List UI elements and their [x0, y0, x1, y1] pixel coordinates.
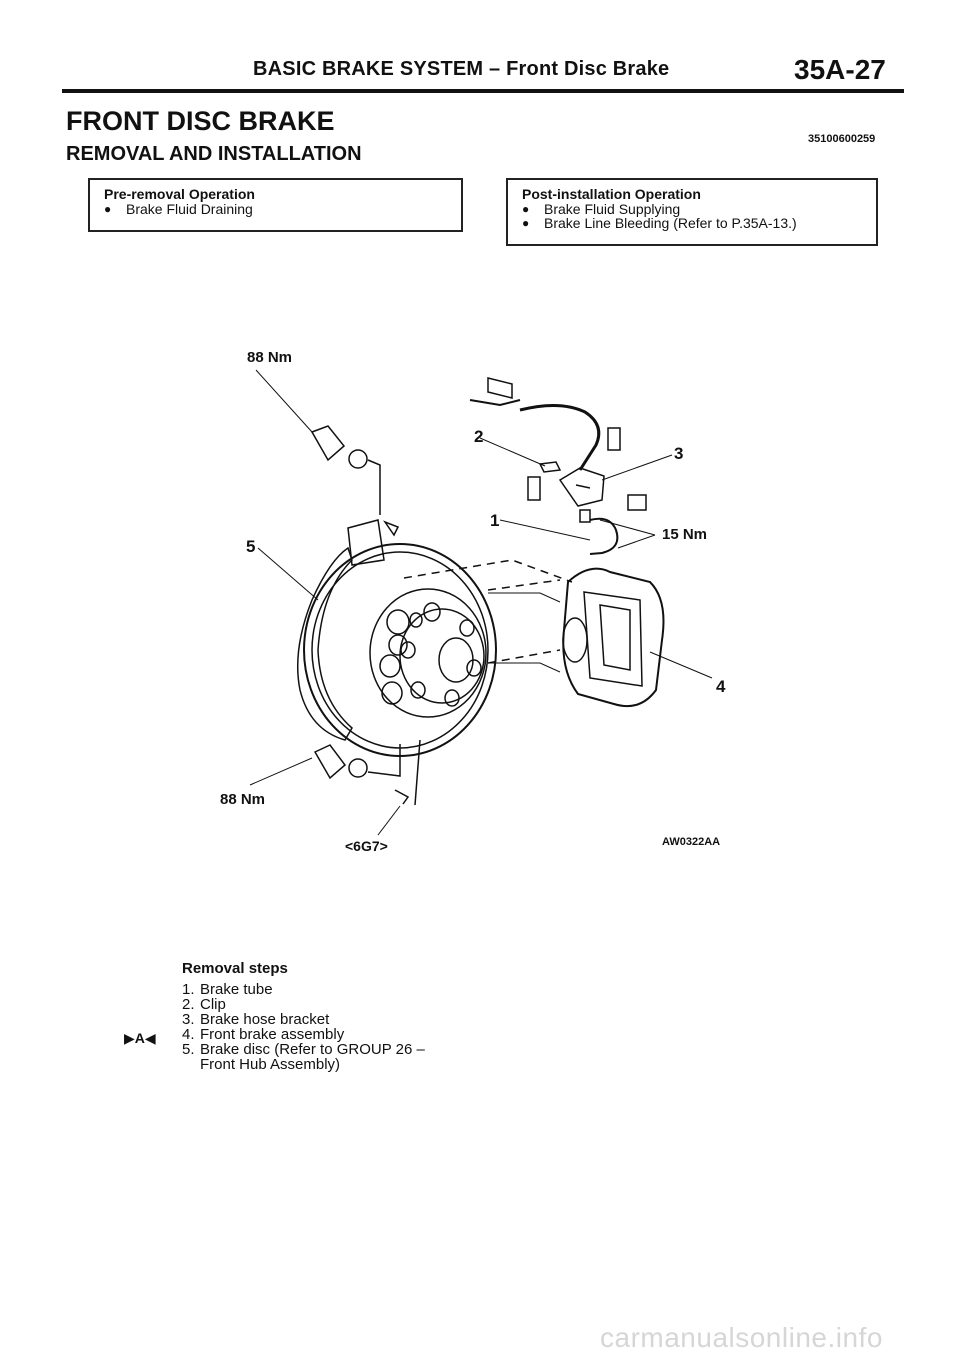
- caliper-bolt-top: [310, 425, 381, 515]
- list-item: 1. Brake tube: [182, 982, 492, 997]
- post-installation-box: Post-installation Operation ● Brake Flui…: [506, 178, 878, 246]
- step-number: 2.: [182, 996, 195, 1013]
- page-title: FRONT DISC BRAKE: [66, 106, 335, 136]
- post-installation-heading: Post-installation Operation: [522, 186, 701, 202]
- bracket-bolt: [527, 476, 541, 501]
- step-number: 5.: [182, 1041, 195, 1058]
- list-item: ● Brake Fluid Draining: [104, 202, 447, 216]
- wheel-studs: [400, 602, 482, 707]
- post-installation-item: Brake Fluid Supplying: [544, 201, 681, 217]
- step-text: Brake tube: [200, 981, 273, 998]
- torque-label-bottom: 88 Nm: [220, 791, 265, 808]
- list-item: ● Brake Fluid Supplying: [522, 202, 862, 216]
- header-rule: [62, 89, 904, 93]
- list-item: 3. Brake hose bracket: [182, 1012, 492, 1027]
- torque-label-top: 88 Nm: [247, 349, 292, 366]
- caliper-bolt-bottom: [313, 744, 401, 780]
- post-installation-item: Brake Line Bleeding (Refer to P.35A-13.): [544, 215, 797, 231]
- bullet-icon: ●: [522, 216, 530, 230]
- callout-4: 4: [716, 677, 726, 696]
- watermark: carmanualsonline.info: [600, 1322, 883, 1353]
- clip: [538, 461, 562, 473]
- pre-removal-heading: Pre-removal Operation: [104, 186, 255, 202]
- brake-tube: [589, 517, 619, 555]
- list-item: 2. Clip: [182, 997, 492, 1012]
- step-text: Front brake assembly: [200, 1026, 345, 1043]
- page-subtitle: REMOVAL AND INSTALLATION: [66, 143, 362, 165]
- figure-code: AW0322AA: [662, 836, 720, 848]
- step-number: 3.: [182, 1011, 195, 1028]
- step-text: Brake hose bracket: [200, 1011, 330, 1028]
- torque-label-right: 15 Nm: [662, 526, 707, 543]
- step-number: 1.: [182, 981, 195, 998]
- pre-removal-box: Pre-removal Operation ● Brake Fluid Drai…: [88, 178, 463, 232]
- caliper-pad: [583, 591, 643, 687]
- bullet-icon: ●: [104, 202, 112, 216]
- step-number: 4.: [182, 1026, 195, 1043]
- removal-steps-list: 1. Brake tube 2. Clip 3. Brake hose brac…: [182, 982, 492, 1072]
- model-code: <6G7>: [345, 838, 388, 854]
- hub-flange: [399, 608, 485, 704]
- hose-fitting: [487, 377, 513, 399]
- page-number: 35A-27: [794, 54, 886, 85]
- list-item: 5. Brake disc (Refer to GROUP 26 –: [182, 1042, 492, 1057]
- hub-outer: [369, 588, 487, 718]
- pre-removal-item: Brake Fluid Draining: [126, 201, 253, 217]
- callout-2: 2: [474, 427, 483, 446]
- step-text: Front Hub Assembly): [200, 1056, 341, 1073]
- list-item: ● Brake Line Bleeding (Refer to P.35A-13…: [522, 216, 862, 230]
- removal-steps-heading: Removal steps: [182, 960, 288, 977]
- shield-tab: [347, 519, 385, 566]
- hub-center: [438, 637, 474, 683]
- section-header: BASIC BRAKE SYSTEM – Front Disc Brake: [253, 58, 670, 80]
- brake-caliper: [562, 567, 665, 708]
- bracket-bolt: [607, 427, 621, 451]
- step-text: Clip: [200, 996, 226, 1013]
- guide-line: [403, 559, 573, 583]
- brake-exploded-diagram: 88 Nm 88 Nm 15 Nm 1 2 3 4 5 <6G7> AW0322…: [220, 349, 726, 854]
- document-id: 35100600259: [808, 133, 876, 145]
- callout-3: 3: [674, 444, 683, 463]
- hose-bracket: [558, 467, 605, 507]
- caliper-piston: [599, 604, 631, 671]
- callout-5: 5: [246, 537, 255, 556]
- list-item: 4. Front brake assembly: [182, 1027, 492, 1042]
- step-text: Brake disc (Refer to GROUP 26 –: [200, 1041, 425, 1058]
- caliper-body: [562, 617, 588, 663]
- step-number: [182, 1057, 200, 1072]
- callout-1: 1: [490, 511, 499, 530]
- dust-shield: [296, 546, 353, 741]
- list-item: Front Hub Assembly): [182, 1057, 492, 1072]
- bullet-icon: ●: [522, 202, 530, 216]
- service-point-marker: ▶A◀: [124, 1030, 156, 1046]
- brake-hose: [519, 403, 601, 471]
- hub-bolts: [379, 609, 410, 705]
